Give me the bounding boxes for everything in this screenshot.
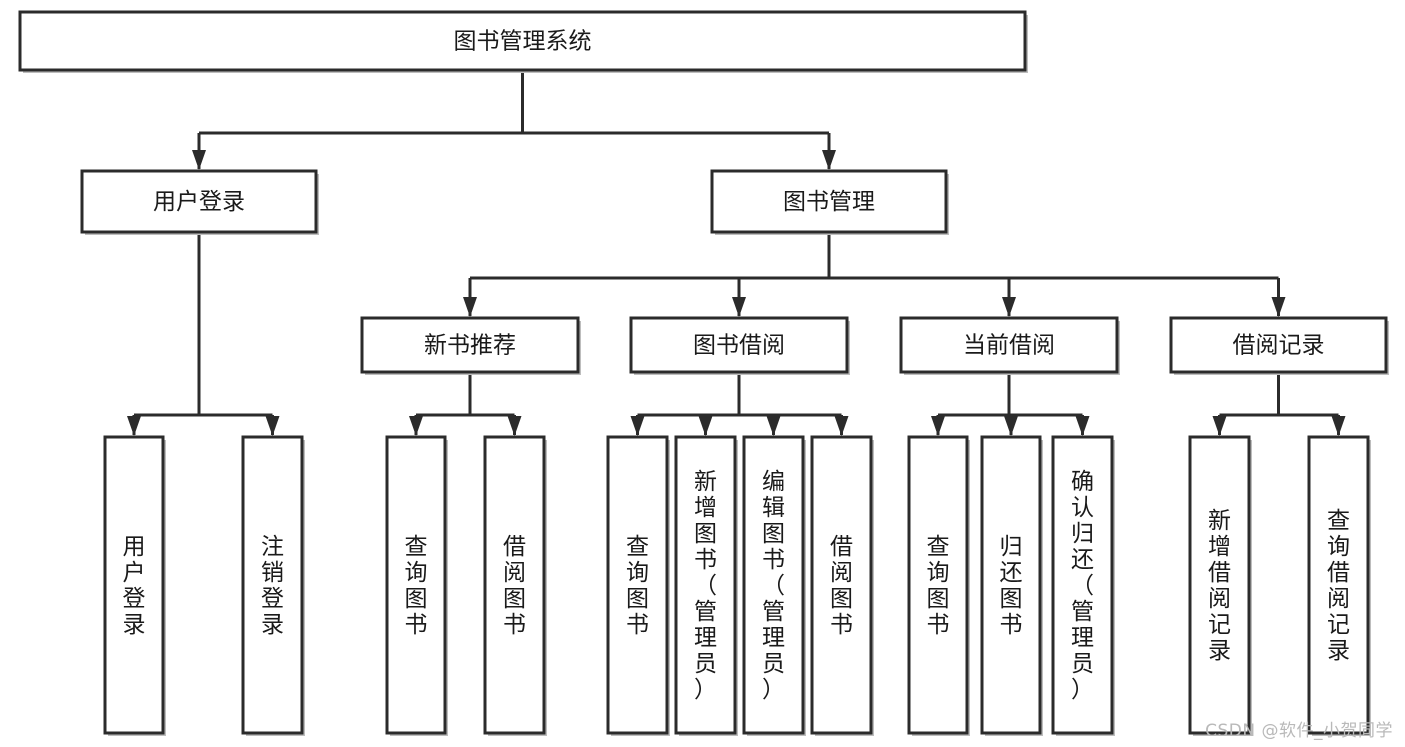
node-label: 归还图书 xyxy=(1000,534,1023,638)
node-book-borrow[interactable]: 图书借阅 xyxy=(629,316,850,375)
arrow-head-icon xyxy=(507,416,522,436)
node-user-login[interactable]: 用户登录 xyxy=(80,169,319,235)
node-label: 图书借阅 xyxy=(693,333,785,359)
node-label: 查询借阅记录 xyxy=(1327,508,1350,664)
node-border xyxy=(360,316,580,374)
node-label: 查询图书 xyxy=(927,534,950,638)
node-border xyxy=(385,435,447,735)
node-label: 查询图书 xyxy=(405,534,428,638)
node-leaf-add-borrow-record[interactable]: 新增借阅记录 xyxy=(1188,435,1252,736)
node-leaf-user-login[interactable]: 用户登录 xyxy=(103,435,166,736)
arrow-head-icon xyxy=(1002,297,1016,317)
node-leaf-query-book-3[interactable]: 查询图书 xyxy=(907,435,970,736)
arrow-head-icon xyxy=(127,416,141,436)
node-border xyxy=(1307,435,1370,735)
node-label: 新增借阅记录 xyxy=(1208,508,1231,664)
node-label: 当前借阅 xyxy=(963,333,1055,359)
node-border xyxy=(710,169,948,234)
node-label: 确认归还（管理员） xyxy=(1071,469,1094,703)
node-border xyxy=(674,435,737,735)
arrow-head-icon xyxy=(1331,416,1346,436)
watermark-label: CSDN @软件_小贺同学 xyxy=(1205,721,1393,741)
node-leaf-borrow-book-1[interactable]: 借阅图书 xyxy=(483,435,547,736)
node-leaf-return-book[interactable]: 归还图书 xyxy=(980,435,1043,736)
node-label: 注销登录 xyxy=(261,534,284,638)
node-border xyxy=(18,10,1027,72)
arrow-head-icon xyxy=(265,416,280,436)
node-new-book-recommend[interactable]: 新书推荐 xyxy=(360,316,581,375)
arrow-head-icon xyxy=(822,150,836,170)
arrow-head-icon xyxy=(834,416,849,436)
arrow-head-icon xyxy=(192,150,206,170)
arrow-head-icon xyxy=(463,297,477,317)
node-leaf-query-book-1[interactable]: 查询图书 xyxy=(385,435,448,736)
node-leaf-user-logout[interactable]: 注销登录 xyxy=(241,435,305,736)
arrow-head-icon xyxy=(931,416,945,436)
node-leaf-add-book[interactable]: 新增图书（管理员） xyxy=(674,435,738,736)
arrow-head-icon xyxy=(409,416,423,436)
node-label: 图书管理系统 xyxy=(454,29,592,55)
node-leaf-confirm-return[interactable]: 确认归还（管理员） xyxy=(1051,435,1115,736)
arrow-head-icon xyxy=(1271,297,1286,317)
node-leaf-borrow-book-2[interactable]: 借阅图书 xyxy=(810,435,874,736)
node-border xyxy=(103,435,165,735)
node-border xyxy=(1188,435,1251,735)
node-label: 编辑图书（管理员） xyxy=(762,469,785,703)
node-border xyxy=(907,435,969,735)
node-border xyxy=(483,435,546,735)
node-label: 借阅图书 xyxy=(830,534,853,638)
node-border xyxy=(629,316,849,374)
node-leaf-query-borrow-record[interactable]: 查询借阅记录 xyxy=(1307,435,1371,736)
node-borrow-record[interactable]: 借阅记录 xyxy=(1169,316,1389,375)
node-current-borrow[interactable]: 当前借阅 xyxy=(899,316,1120,375)
node-border xyxy=(1051,435,1114,735)
node-label: 新增图书（管理员） xyxy=(694,469,717,703)
node-layer: 图书管理系统用户登录图书管理新书推荐图书借阅当前借阅借阅记录用户登录注销登录查询… xyxy=(18,10,1389,736)
arrow-head-icon xyxy=(766,416,781,436)
node-label: 新书推荐 xyxy=(424,333,516,359)
arrow-head-icon xyxy=(732,297,746,317)
node-border xyxy=(1169,316,1388,374)
node-leaf-edit-book[interactable]: 编辑图书（管理员） xyxy=(742,435,806,736)
node-leaf-query-book-2[interactable]: 查询图书 xyxy=(606,435,670,736)
arrow-head-icon xyxy=(1075,416,1090,436)
node-label: 借阅图书 xyxy=(503,534,526,638)
node-book-manage[interactable]: 图书管理 xyxy=(710,169,949,235)
connector-layer xyxy=(127,70,1346,436)
node-border xyxy=(742,435,805,735)
node-label: 查询图书 xyxy=(626,534,649,638)
node-border xyxy=(810,435,873,735)
arrow-head-icon xyxy=(1212,416,1227,436)
node-label: 图书管理 xyxy=(783,189,875,215)
node-border xyxy=(241,435,304,735)
node-border xyxy=(899,316,1119,374)
node-label: 用户登录 xyxy=(153,189,245,215)
node-root[interactable]: 图书管理系统 xyxy=(18,10,1028,73)
node-border xyxy=(606,435,669,735)
node-border xyxy=(80,169,318,234)
node-label: 用户登录 xyxy=(123,534,146,638)
node-border xyxy=(980,435,1042,735)
arrow-head-icon xyxy=(698,416,713,436)
node-label: 借阅记录 xyxy=(1233,333,1325,359)
arrow-head-icon xyxy=(630,416,645,436)
arrow-head-icon xyxy=(1004,416,1018,436)
